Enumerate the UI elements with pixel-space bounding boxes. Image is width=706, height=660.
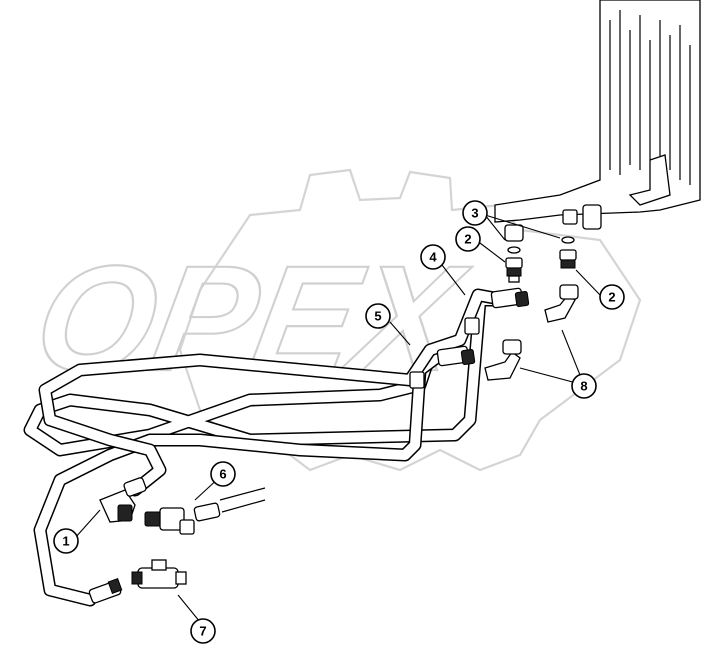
callout-1: 1	[53, 528, 79, 554]
callout-label-1: 1	[62, 534, 69, 549]
cooler-port-mid	[562, 209, 578, 225]
callout-6: 6	[210, 461, 236, 487]
washer-left	[507, 246, 521, 254]
callout-2-left: 2	[455, 226, 481, 252]
cooler-fins	[609, 10, 691, 185]
callout-7: 7	[190, 618, 216, 644]
callout-label-5: 5	[374, 309, 381, 324]
hose-end-fitting-lower	[88, 578, 123, 604]
cooler-housing	[494, 0, 701, 242]
callout-5: 5	[365, 303, 391, 329]
cooler-port-right	[582, 204, 602, 230]
connector-fitting-6	[144, 487, 266, 535]
callout-8: 8	[571, 373, 597, 399]
adapter-right	[559, 249, 577, 269]
elbow-fitting-left	[99, 477, 147, 523]
cooler-body	[494, 0, 701, 223]
hose-ferrule-lower	[409, 371, 425, 389]
callout-4: 4	[420, 244, 446, 270]
cooler-bracket	[628, 154, 671, 206]
adapter-left	[505, 257, 523, 283]
hose-fitting-upper	[490, 287, 530, 309]
washer-right	[561, 236, 575, 244]
elbow-lower	[484, 339, 522, 381]
callout-label-3: 3	[471, 206, 478, 221]
cooler-port-left	[504, 224, 524, 242]
callout-label-6: 6	[219, 467, 226, 482]
callout-label-8: 8	[580, 379, 587, 394]
tee-fitting-7	[131, 559, 187, 589]
callout-label-2-left: 2	[464, 232, 471, 247]
elbow-upper	[544, 284, 579, 323]
callout-label-2-right: 2	[608, 290, 615, 305]
hose-ferrule-upper	[464, 317, 480, 335]
callout-label-7: 7	[199, 624, 206, 639]
callout-2-right: 2	[599, 284, 625, 310]
callout-label-4: 4	[429, 250, 437, 265]
hose-fitting-lower	[436, 345, 476, 367]
callout-3: 3	[462, 200, 488, 226]
